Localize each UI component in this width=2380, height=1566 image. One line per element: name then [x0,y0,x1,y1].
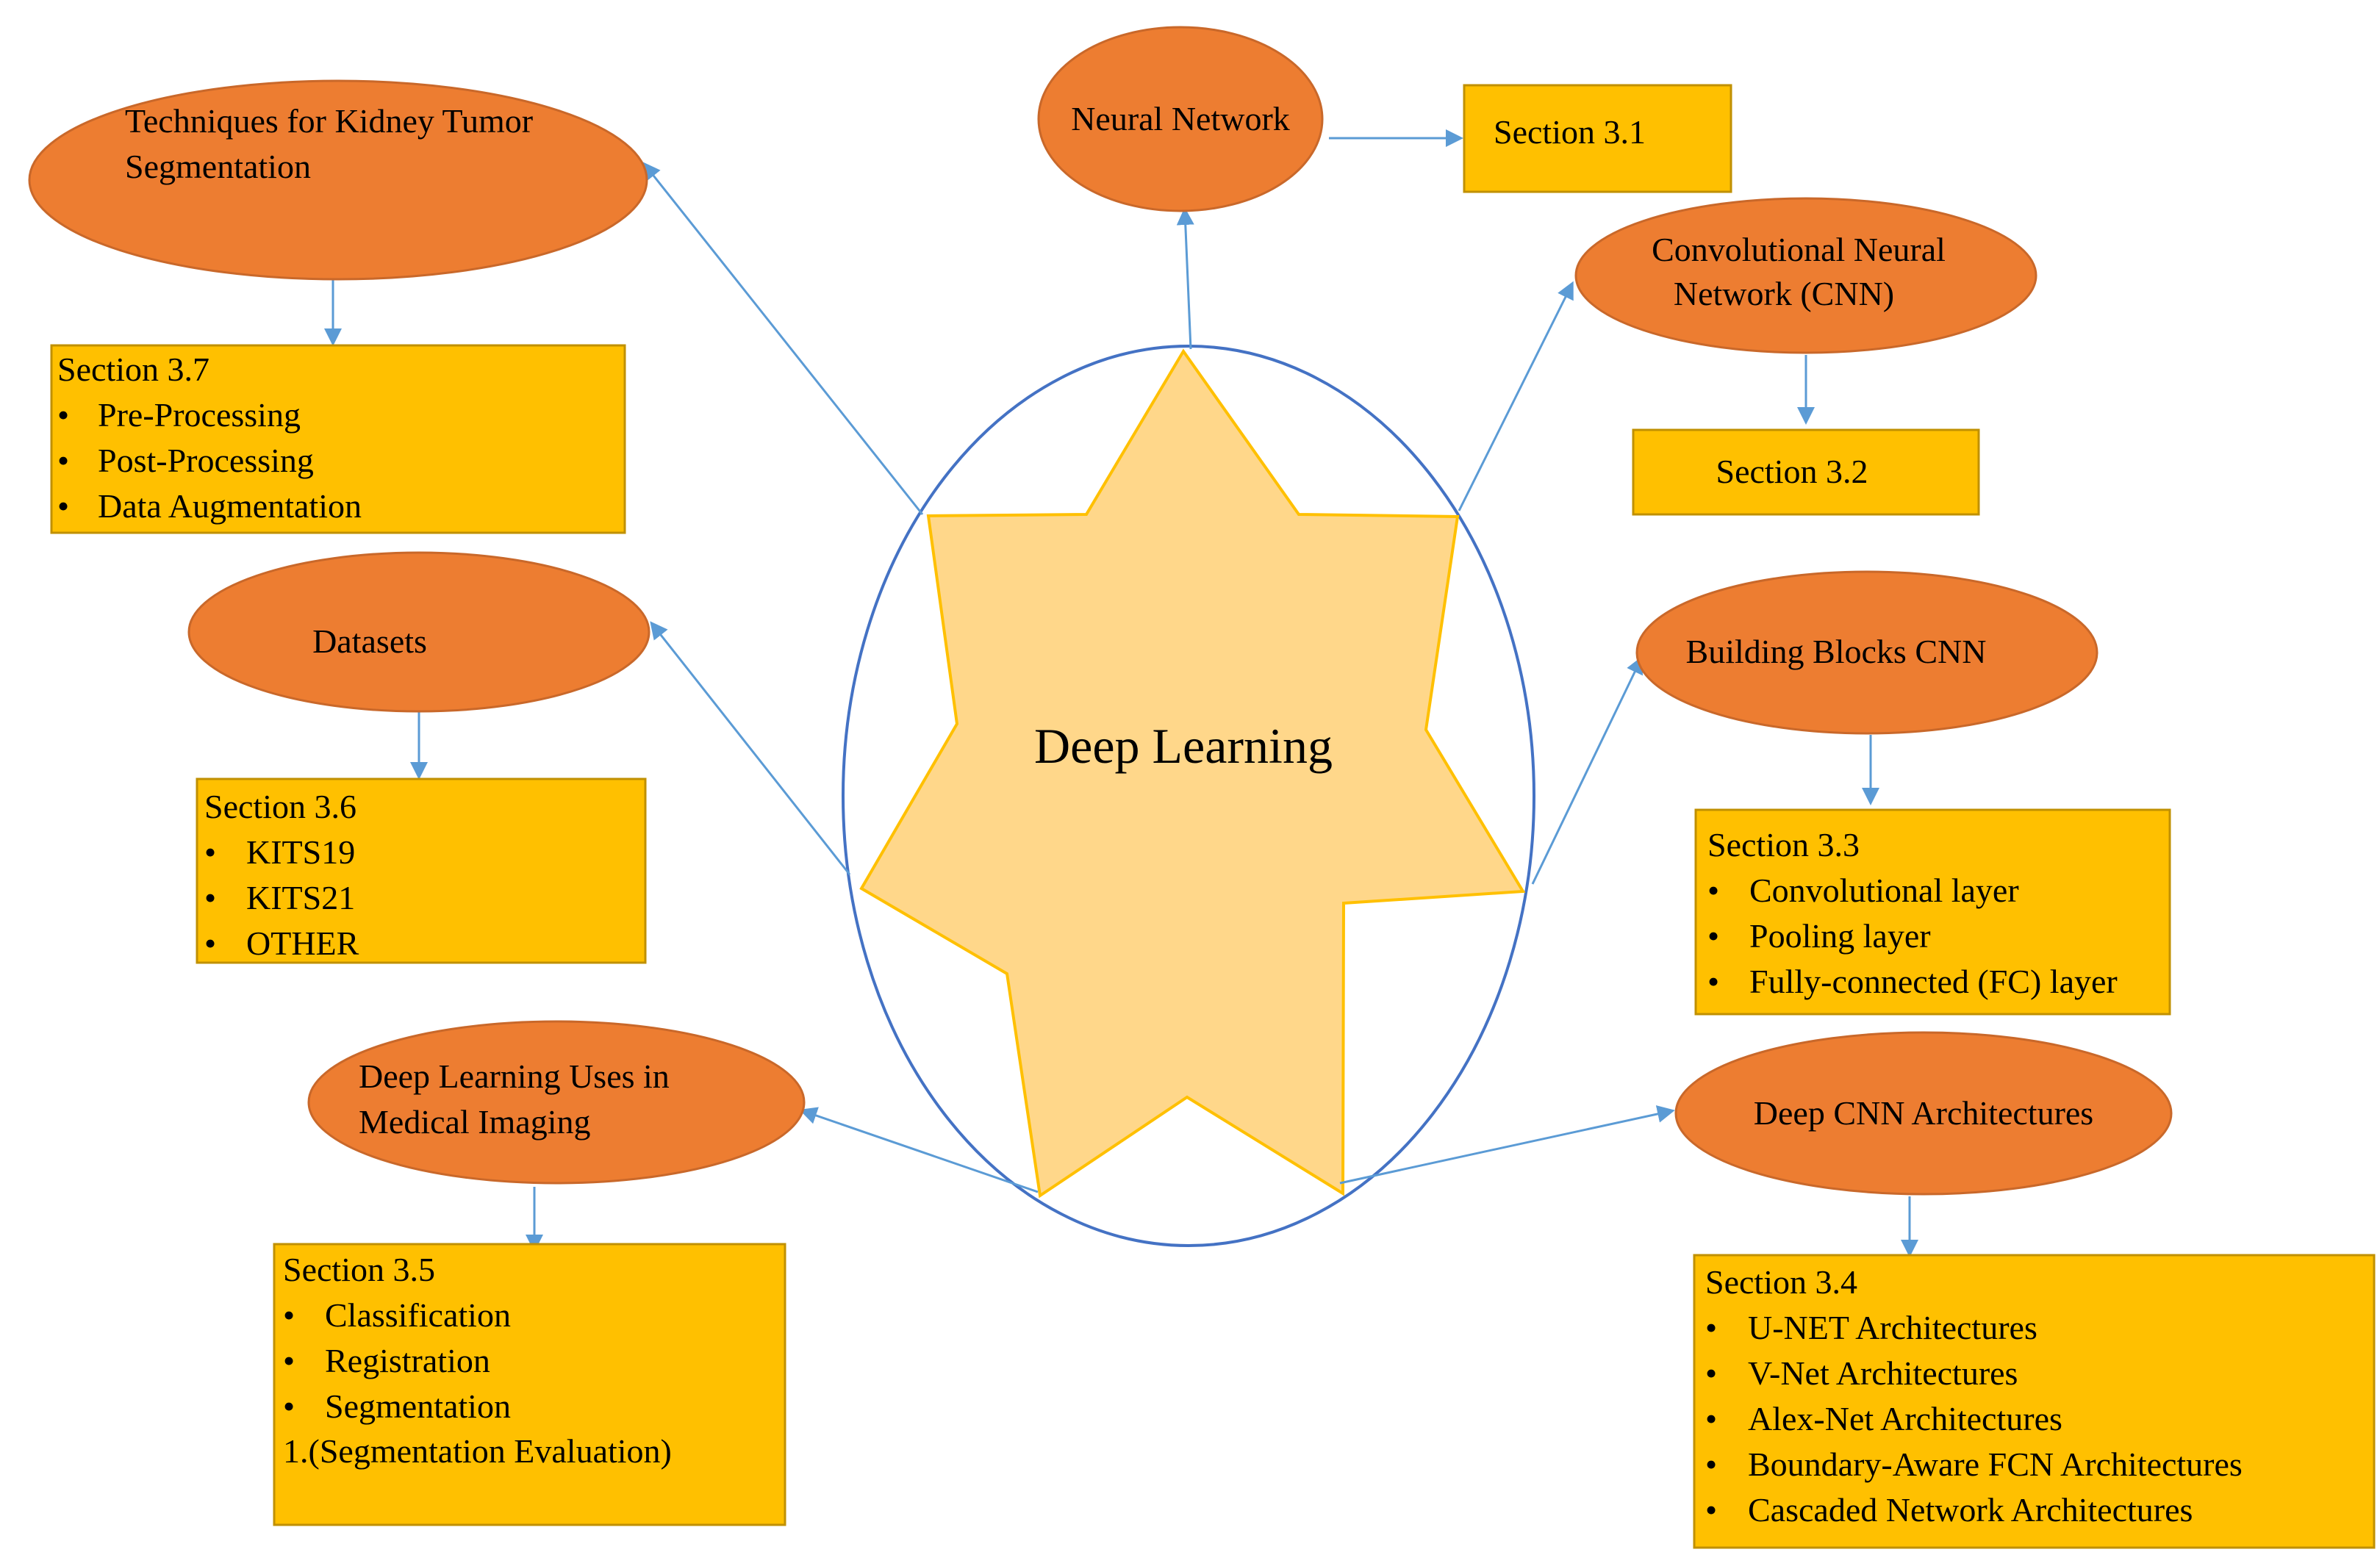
techniques-ellipse [28,79,648,281]
node-datasets: Datasets Section 3.6 • KITS19 • KITS21 •… [187,551,650,964]
cnn-label-line-2: Network (CNN) [1674,275,1894,312]
building-blocks-ellipse [1635,570,2098,735]
section-3-6-item-2: KITS21 [246,879,355,916]
section-3-7-item-1: Pre-Processing [98,396,301,434]
deep-cnn-label: Deep CNN Architectures [1754,1094,2093,1132]
section-3-4-bullet-4: • [1705,1445,1717,1483]
section-3-4-title: Section 3.4 [1705,1263,1857,1301]
section-3-5-box [273,1243,786,1526]
node-deep-cnn: Deep CNN Architectures Section 3.4 • U-N… [1674,1031,2376,1549]
section-3-4-bullet-1: • [1705,1309,1717,1346]
section-3-5-bullet-2: • [283,1342,295,1379]
section-3-7-bullet-2: • [57,442,69,479]
section-3-4-item-1: U-NET Architectures [1748,1309,2037,1346]
section-3-5-item-2: Registration [325,1342,490,1379]
arrow-to-techniques [642,162,924,515]
node-building-blocks: Building Blocks CNN Section 3.3 • Convol… [1635,570,2171,1016]
section-3-1-title: Section 3.1 [1494,113,1646,151]
section-3-3-item-1: Convolutional layer [1749,872,2019,909]
section-3-4-bullet-3: • [1705,1400,1717,1437]
section-3-2-box [1632,428,1980,516]
medical-imaging-label-line-2: Medical Imaging [359,1103,591,1141]
section-3-4-bullet-2: • [1705,1354,1717,1392]
section-3-3-bullet-2: • [1707,917,1719,955]
section-3-6-box [196,777,647,964]
section-3-5-bullet-1: • [283,1296,295,1334]
center-circle [842,345,1535,1247]
node-techniques: Techniques for Kidney Tumor Segmentation… [28,79,648,534]
techniques-label-line-2: Segmentation [125,148,311,185]
section-3-6-bullet-1: • [204,833,216,871]
section-3-4-item-3: Alex-Net Architectures [1748,1400,2062,1437]
section-3-7-item-2: Post-Processing [98,442,314,479]
arrow-to-cnn [1458,281,1574,511]
section-3-4-box [1693,1254,2376,1549]
section-3-5-item-1: Classification [325,1296,511,1334]
node-neural-network: Neural Network Section 3.1 [1037,26,1732,212]
datasets-label: Datasets [312,622,427,660]
section-3-4-item-5: Cascaded Network Architectures [1748,1491,2193,1529]
section-3-4-item-4: Boundary-Aware FCN Architectures [1748,1445,2243,1483]
cnn-ellipse [1574,197,2037,354]
section-3-3-item-3: Fully-connected (FC) layer [1749,963,2118,1000]
section-3-4-item-2: V-Net Architectures [1748,1354,2018,1392]
section-3-6-bullet-2: • [204,879,216,916]
section-3-6-bullet-3: • [204,924,216,962]
section-3-7-title: Section 3.7 [57,351,209,388]
cnn-label-line-1: Convolutional Neural [1652,231,1946,268]
medical-imaging-label-line-1: Deep Learning Uses in [359,1057,670,1095]
section-3-3-bullet-3: • [1707,963,1719,1000]
section-3-4-bullet-5: • [1705,1491,1717,1529]
center-label: Deep Learning [1034,718,1333,774]
connectors [324,129,1918,1257]
medical-imaging-ellipse [307,1020,806,1185]
techniques-label-line-1: Techniques for Kidney Tumor [125,102,533,140]
center-star [859,348,1526,1199]
neural-network-ellipse [1037,26,1324,212]
section-3-7-item-3: Data Augmentation [98,487,362,525]
deep-cnn-ellipse [1674,1031,2173,1196]
node-cnn: Convolutional Neural Network (CNN) Secti… [1574,197,2037,516]
section-3-3-title: Section 3.3 [1707,826,1860,863]
arrow-to-medical-imaging [799,1107,1039,1193]
neural-network-label: Neural Network [1071,100,1290,137]
section-3-3-item-2: Pooling layer [1749,917,1931,955]
section-3-3-box [1694,808,2171,1016]
section-3-6-item-1: KITS19 [246,833,355,871]
section-3-6-title: Section 3.6 [204,788,356,825]
node-medical-imaging: Deep Learning Uses in Medical Imaging Se… [273,1020,806,1526]
section-3-5-title: Section 3.5 [283,1251,435,1288]
section-3-7-bullet-1: • [57,396,69,434]
section-3-5-note: 1.(Segmentation Evaluation) [283,1432,672,1470]
section-3-3-bullet-1: • [1707,872,1719,909]
datasets-ellipse [187,551,650,713]
section-3-7-bullet-3: • [57,487,69,525]
arrow-to-datasets [650,621,851,875]
building-blocks-label: Building Blocks CNN [1686,633,1987,670]
arrow-to-neural-network [1176,207,1194,350]
section-3-7-box [50,344,626,534]
section-3-2-title: Section 3.2 [1716,453,1868,490]
section-3-5-bullet-3: • [283,1387,295,1425]
section-3-5-item-3: Segmentation [325,1387,511,1425]
section-3-1-box [1463,84,1732,193]
section-3-6-item-3: OTHER [246,924,359,962]
arrow-to-deep-cnn [1339,1105,1675,1185]
arrow-to-building-blocks [1531,656,1643,885]
